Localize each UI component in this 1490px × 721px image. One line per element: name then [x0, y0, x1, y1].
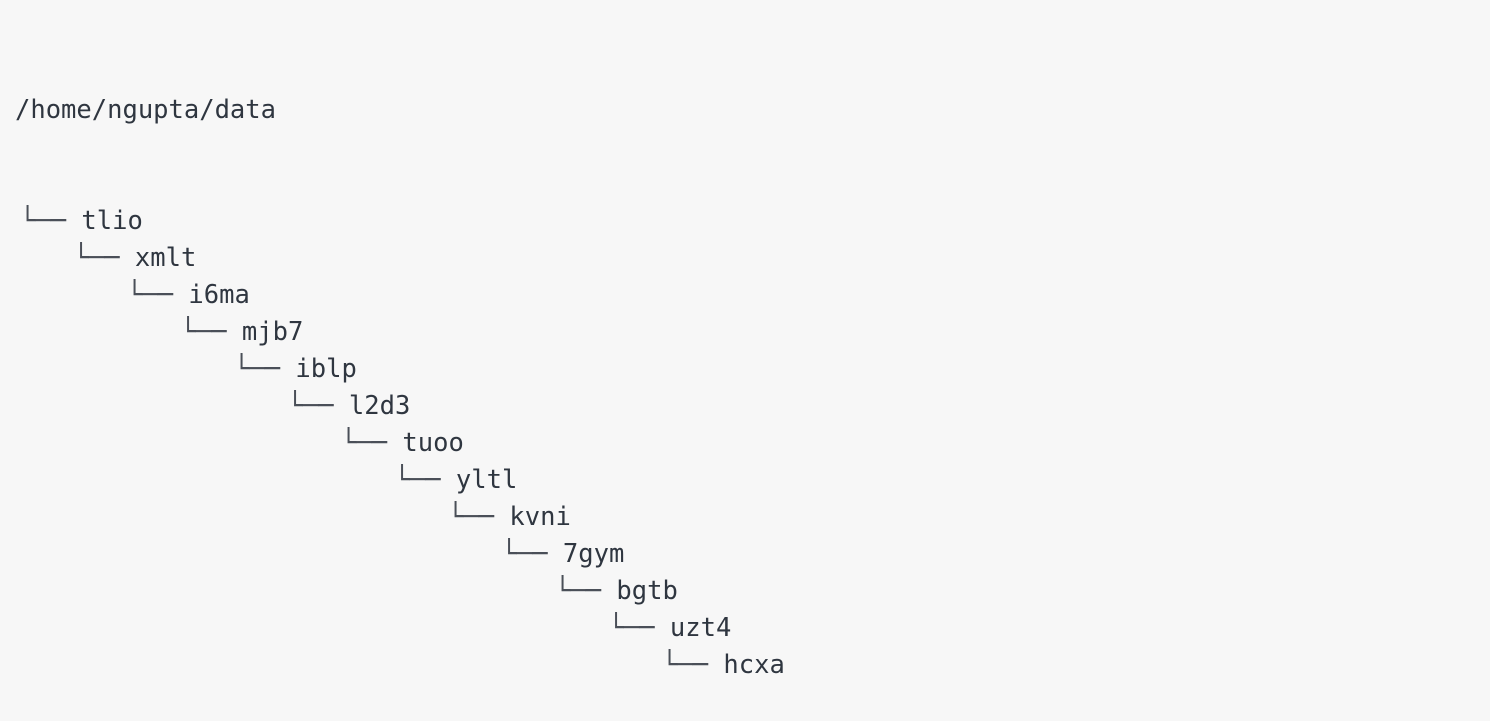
- tree-elbow-connector-icon: └──: [501, 539, 548, 569]
- tree-line: └── bgtb: [0, 573, 1490, 610]
- tree-gap: [387, 428, 402, 458]
- tree-gap: [280, 354, 295, 384]
- tree-root-path: /home/ngupta/data: [15, 95, 276, 125]
- tree-elbow-connector-icon: └──: [448, 502, 495, 532]
- tree-node-label[interactable]: iblp: [295, 354, 357, 384]
- tree-elbow-connector-icon: └──: [287, 391, 334, 421]
- tree-line: └── yltl: [0, 462, 1490, 499]
- tree-line: └── uzt4: [0, 610, 1490, 647]
- tree-node-label[interactable]: tlio: [81, 206, 143, 236]
- tree-line: └── iblp: [0, 351, 1490, 388]
- tree-line: └── xmlt: [0, 240, 1490, 277]
- tree-line: └── kvni: [0, 499, 1490, 536]
- tree-node-list: └── tlio└── xmlt└── i6ma└── mjb7└── iblp…: [0, 203, 1490, 684]
- tree-elbow-connector-icon: └──: [73, 243, 120, 273]
- tree-elbow-connector-icon: └──: [394, 465, 441, 495]
- tree-node-label[interactable]: i6ma: [188, 280, 250, 310]
- tree-gap: [173, 280, 188, 310]
- tree-gap: [66, 206, 81, 236]
- tree-node-label[interactable]: uzt4: [669, 613, 732, 643]
- tree-elbow-connector-icon: └──: [127, 280, 174, 310]
- tree-gap: [441, 465, 456, 495]
- tree-elbow-connector-icon: └──: [662, 650, 709, 680]
- tree-node-label[interactable]: bgtb: [616, 576, 678, 606]
- tree-gap: [334, 391, 349, 421]
- tree-line: └── mjb7: [0, 314, 1490, 351]
- tree-gap: [655, 613, 670, 643]
- tree-line: └── i6ma: [0, 277, 1490, 314]
- tree-gap: [708, 650, 723, 680]
- tree-elbow-connector-icon: └──: [180, 317, 227, 347]
- tree-gap: [601, 576, 616, 606]
- tree-line: └── 7gym: [0, 536, 1490, 573]
- tree-elbow-connector-icon: └──: [341, 428, 388, 458]
- tree-node-label[interactable]: tuoo: [402, 428, 464, 458]
- tree-line: └── l2d3: [0, 388, 1490, 425]
- tree-gap: [548, 539, 563, 569]
- tree-node-label[interactable]: mjb7: [241, 317, 304, 347]
- tree-gap: [227, 317, 242, 347]
- tree-node-label[interactable]: 7gym: [562, 539, 625, 569]
- tree-elbow-connector-icon: └──: [20, 206, 67, 236]
- tree-gap: [120, 243, 135, 273]
- tree-node-label[interactable]: kvni: [509, 502, 571, 532]
- tree-node-label[interactable]: yltl: [455, 465, 518, 495]
- tree-node-label[interactable]: hcxa: [723, 650, 785, 680]
- tree-elbow-connector-icon: └──: [234, 354, 281, 384]
- tree-line: └── tuoo: [0, 425, 1490, 462]
- tree-gap: [494, 502, 509, 532]
- tree-line: └── hcxa: [0, 647, 1490, 684]
- tree-elbow-connector-icon: └──: [608, 613, 655, 643]
- tree-node-label[interactable]: xmlt: [134, 243, 197, 273]
- tree-elbow-connector-icon: └──: [555, 576, 602, 606]
- tree-line: └── tlio: [0, 203, 1490, 240]
- tree-node-label[interactable]: l2d3: [348, 391, 411, 421]
